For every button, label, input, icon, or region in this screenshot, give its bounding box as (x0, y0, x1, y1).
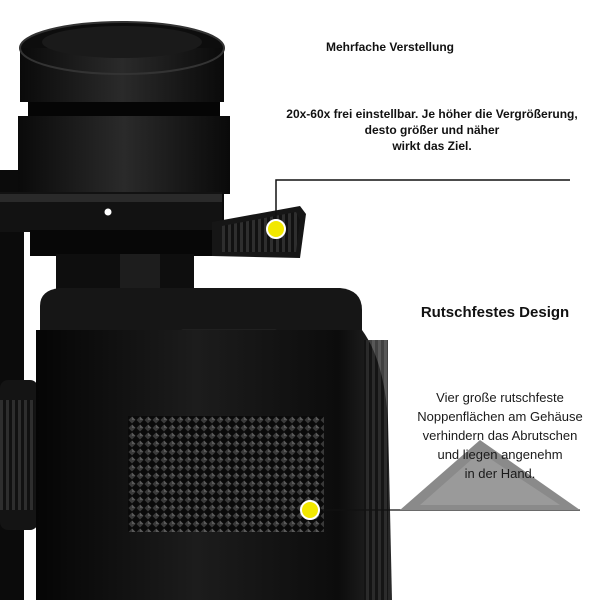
zoom-lever (212, 206, 306, 258)
diopter-ring (0, 192, 222, 256)
left-barrel-edge (0, 170, 38, 600)
grip-line: und liegen angenehm (437, 447, 563, 462)
adjustment-description: 20x-60x frei einstellbar. Je höher die V… (262, 106, 600, 154)
adjustment-marker-dot (266, 219, 286, 239)
grip-detail-inset (400, 440, 580, 510)
binocular-body (36, 288, 392, 600)
adjustment-line: desto größer und näher (364, 123, 500, 137)
adjustment-line: wirkt das Ziel. (392, 139, 472, 153)
grip-line: in der Hand. (464, 466, 536, 481)
grip-heading: Rutschfestes Design (420, 304, 570, 321)
grip-line: Vier große rutschfeste (436, 390, 564, 405)
grip-line: verhindern das Abrutschen (422, 428, 578, 443)
adjustment-line: 20x-60x frei einstellbar. Je höher die V… (286, 107, 578, 121)
grip-marker-dot (300, 500, 320, 520)
adjustment-heading: Mehrfache Verstellung (325, 40, 455, 54)
grip-line: Noppenflächen am Gehäuse (417, 409, 583, 424)
grip-description: Vier große rutschfeste Noppenflächen am … (400, 388, 600, 483)
